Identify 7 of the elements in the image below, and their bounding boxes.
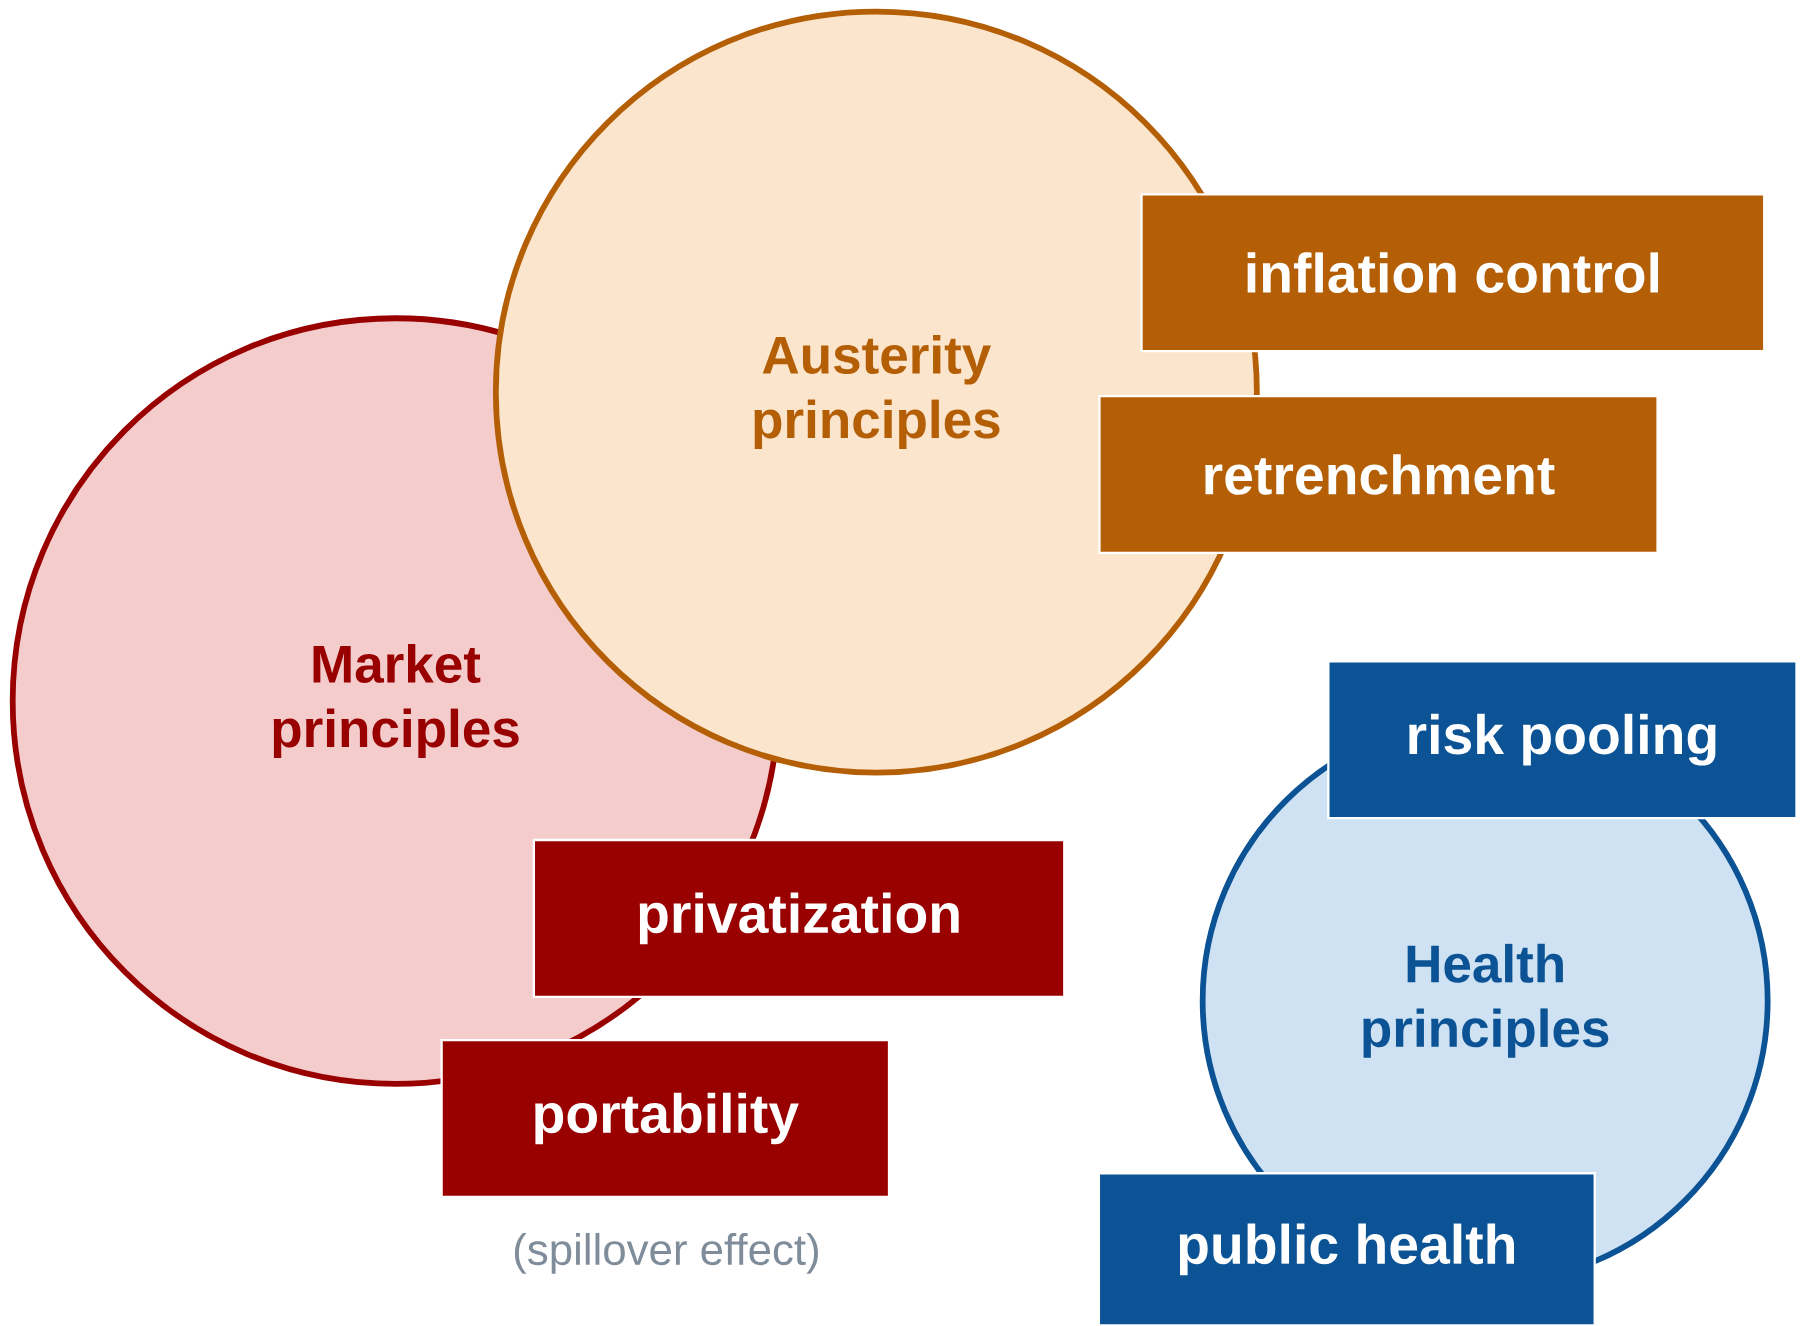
label-box: retrenchment bbox=[1098, 394, 1659, 555]
label-box: risk pooling bbox=[1327, 660, 1798, 820]
label-box: portability bbox=[440, 1038, 891, 1199]
label-box: privatization bbox=[532, 838, 1066, 998]
label-box: public health bbox=[1097, 1172, 1596, 1326]
node-label: (spillover effect) bbox=[514, 1232, 818, 1274]
label-box: inflation control bbox=[1140, 193, 1766, 353]
